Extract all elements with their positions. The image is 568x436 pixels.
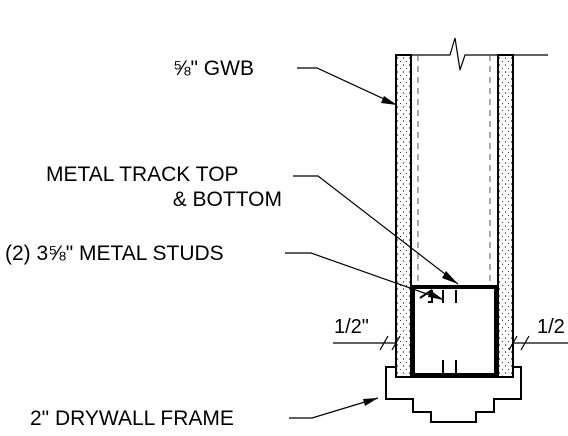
gwb-label: ⅝" GWB bbox=[173, 57, 254, 80]
metal-track-label-line1: METAL TRACK TOP bbox=[46, 163, 239, 186]
gwb-leader bbox=[297, 67, 398, 106]
dimension-left: 1/2" bbox=[333, 316, 401, 351]
drywall-frame-leader bbox=[289, 397, 379, 419]
metal-track-leader bbox=[293, 175, 459, 285]
metal-track bbox=[411, 285, 498, 377]
metal-studs-leader bbox=[285, 252, 445, 301]
metal-studs bbox=[419, 289, 457, 373]
metal-studs-label: (2) 3⅝" METAL STUDS bbox=[5, 242, 224, 265]
dimension-right: 1/2 bbox=[508, 316, 568, 351]
left-gap-dimension: 1/2" bbox=[334, 316, 369, 338]
stud-hidden-lines bbox=[417, 55, 491, 287]
drywall-frame-label: 2" DRYWALL FRAME bbox=[30, 407, 234, 430]
right-gwb-board bbox=[497, 54, 514, 378]
metal-track-label-line2: & BOTTOM bbox=[173, 188, 282, 211]
drywall-frame-outline bbox=[385, 366, 522, 423]
break-line bbox=[405, 37, 548, 71]
right-gap-dimension: 1/2 bbox=[537, 316, 565, 338]
left-gwb-board bbox=[395, 54, 412, 378]
